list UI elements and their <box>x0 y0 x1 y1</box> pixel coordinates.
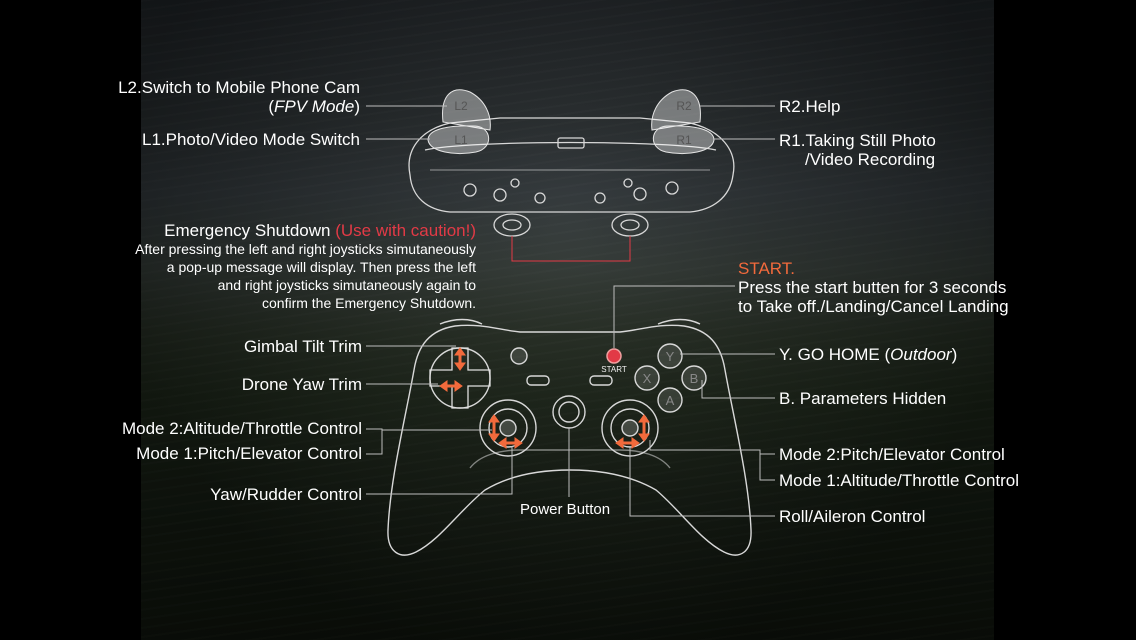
start-button-icon <box>606 348 622 364</box>
dpad <box>429 347 491 409</box>
l2-trigger <box>442 89 491 131</box>
field-background-photo <box>141 0 994 640</box>
a-button-glyph: A <box>666 393 675 408</box>
emergency-desc-3: and right joysticks simutaneously again … <box>217 277 476 293</box>
controller-top-view <box>408 117 735 237</box>
y-go-home-suffix: ) <box>951 345 958 364</box>
yaw-rudder-label: Yaw/Rudder Control <box>210 485 362 504</box>
start-title: START. <box>738 259 795 278</box>
start-line-2: to Take off./Landing/Cancel Landing <box>738 297 1009 316</box>
leader-lines <box>366 105 775 517</box>
y-go-home-label: Y. GO HOME (Outdoor) <box>779 345 957 364</box>
power-button-label: Power Button <box>520 501 611 518</box>
emergency-caution: (Use with caution!) <box>335 221 476 240</box>
emergency-block: Emergency Shutdown (Use with caution!) A… <box>135 221 476 312</box>
r2-trigger <box>651 89 701 131</box>
drone-yaw-trim-label: Drone Yaw Trim <box>241 375 362 394</box>
emergency-title-line: Emergency Shutdown (Use with caution!) <box>135 221 476 240</box>
roll-aileron-label: Roll/Aileron Control <box>779 507 926 526</box>
emergency-title: Emergency Shutdown <box>164 221 336 240</box>
b-button-glyph: B <box>690 371 699 386</box>
y-go-home-outdoor: Outdoor <box>890 345 952 364</box>
r1-bumper <box>652 125 715 154</box>
y-button-glyph: Y <box>666 349 675 364</box>
r1-label-line2: /Video Recording <box>805 150 936 169</box>
mode2-altitude-label: Mode 2:Altitude/Throttle Control <box>121 419 362 438</box>
gimbal-tilt-trim-label: Gimbal Tilt Trim <box>243 337 362 356</box>
l2-fpv-mode: FPV Mode <box>274 97 355 116</box>
l2-label-line1: L2.Switch to Mobile Phone Cam <box>118 78 360 97</box>
mode2-pitch-label: Mode 2:Pitch/Elevator Control <box>779 445 1005 464</box>
emergency-desc-4: confirm the Emergency Shutdown. <box>262 295 476 311</box>
y-go-home-prefix: Y. GO HOME ( <box>779 345 891 364</box>
l1-label: L1.Photo/Video Mode Switch <box>142 130 360 149</box>
l1-glyph: L1 <box>454 133 468 147</box>
b-parameters-label: B. Parameters Hidden <box>779 389 947 408</box>
l1-bumper <box>427 125 490 154</box>
start-block: START. Press the start butten for 3 seco… <box>738 259 1009 316</box>
start-line-1: Press the start butten for 3 seconds <box>738 278 1007 297</box>
controller-front-view <box>387 318 752 556</box>
mode1-altitude-label: Mode 1:Altitude/Throttle Control <box>779 471 1020 490</box>
r1-glyph: R1 <box>676 133 692 147</box>
emergency-desc-1: After pressing the left and right joysti… <box>135 241 476 257</box>
left-joystick-arrows <box>488 414 523 449</box>
l2-label: L2.Switch to Mobile Phone Cam (FPV Mode) <box>118 78 360 116</box>
mode1-pitch-label: Mode 1:Pitch/Elevator Control <box>136 444 362 463</box>
emergency-desc-2: a pop-up message will display. Then pres… <box>166 259 476 275</box>
start-glyph: START <box>601 365 627 374</box>
x-button-glyph: X <box>643 371 652 386</box>
r1-label: R1.Taking Still Photo /Video Recording <box>779 131 936 169</box>
l2-paren-open: ( <box>268 97 275 116</box>
dpad-orange-arrows <box>439 347 466 392</box>
r2-glyph: R2 <box>676 99 692 113</box>
l2-paren-close: ) <box>354 97 360 116</box>
r2-label: R2.Help <box>779 97 841 116</box>
l2-label-line2: (FPV Mode) <box>118 97 360 116</box>
l2-glyph: L2 <box>454 99 468 113</box>
r1-label-line1: R1.Taking Still Photo <box>779 131 936 150</box>
right-joystick-arrows <box>615 414 650 449</box>
